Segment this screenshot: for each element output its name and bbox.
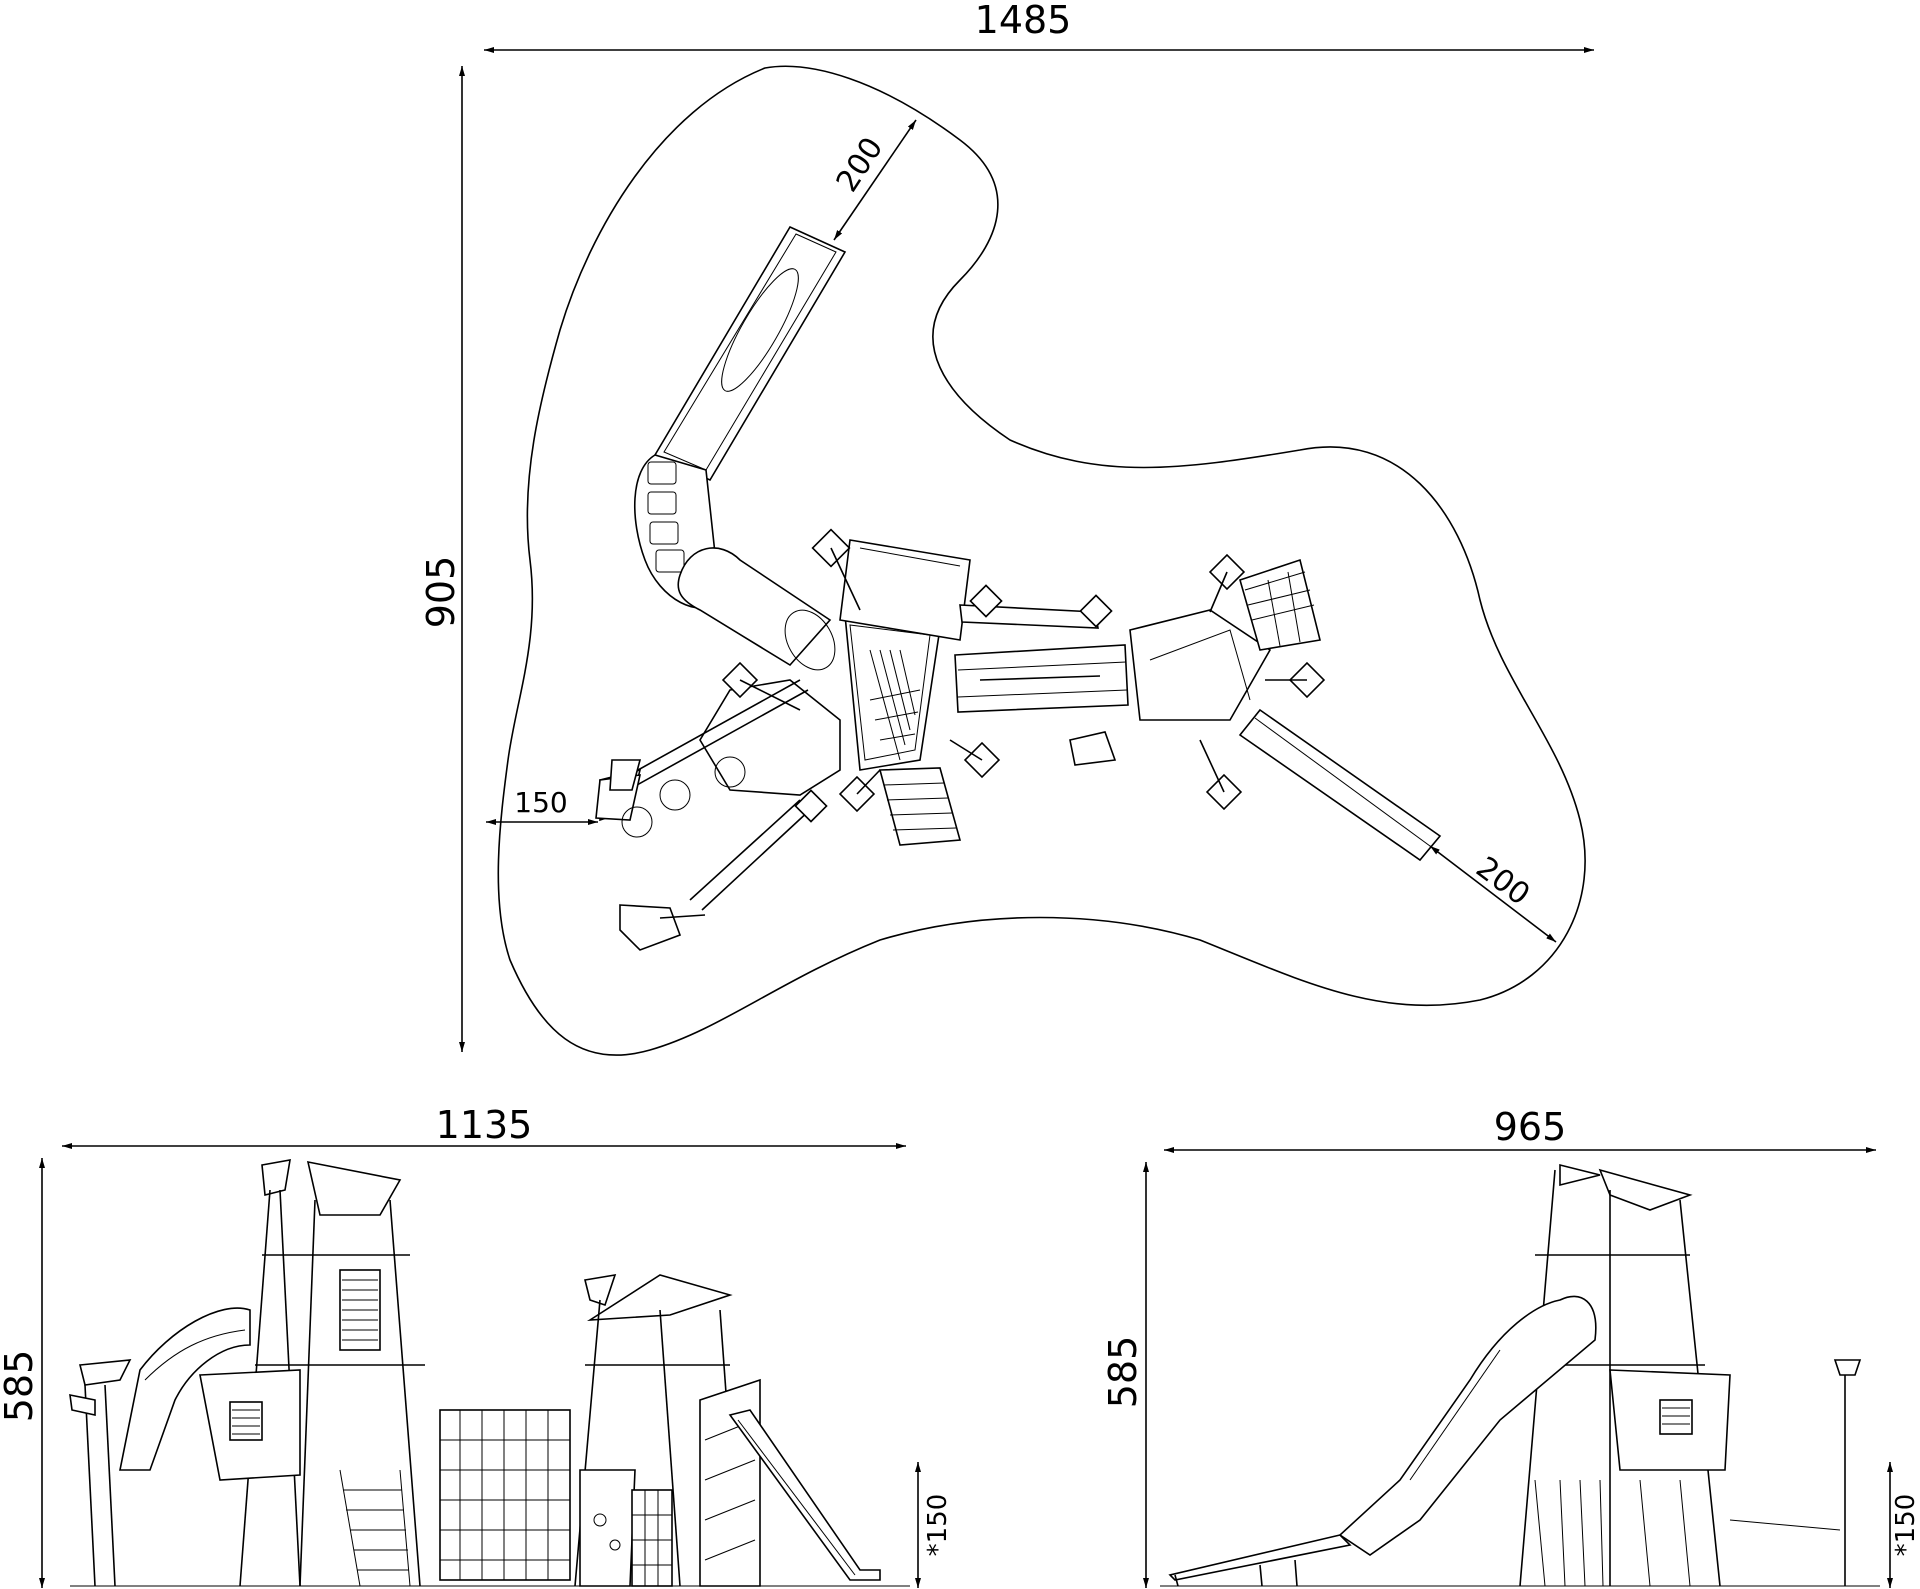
side-tube-slide	[1168, 1295, 1597, 1587]
side-free-fall-label: *150	[1891, 1494, 1920, 1557]
front-free-fall-label: *150	[923, 1494, 953, 1557]
plan-tube-slide	[633, 225, 847, 671]
side-tower	[1519, 1163, 1862, 1587]
plan-bridge	[954, 584, 1129, 713]
plan-left-clearance: 150	[486, 786, 598, 825]
plan-width-dimension: 1485	[484, 0, 1594, 53]
front-free-fall-dimension: *150	[915, 1462, 953, 1588]
plan-right-tower	[1069, 553, 1442, 862]
side-height-label: 585	[1101, 1336, 1145, 1409]
plan-ladder	[878, 767, 962, 846]
plan-view: 1485 905 200	[419, 0, 1594, 1056]
front-width-label: 1135	[436, 1103, 533, 1147]
side-elevation: 965 585 *150	[1101, 1105, 1920, 1588]
side-width-dimension: 965	[1164, 1105, 1876, 1153]
plan-depth-dimension: 905	[419, 66, 465, 1052]
plan-depth-label: 905	[419, 556, 463, 629]
side-width-label: 965	[1494, 1105, 1567, 1149]
front-height-label: 585	[0, 1350, 41, 1423]
safety-zone-outline	[497, 65, 1586, 1056]
plan-left-tower	[699, 528, 1001, 813]
plan-left-clearance-label: 150	[514, 786, 567, 819]
front-height-dimension: 585	[0, 1158, 45, 1588]
plan-slide-top-clearance: 200	[830, 119, 917, 241]
plan-slide-top-clearance-label: 200	[830, 131, 891, 198]
front-tube-slide	[69, 1307, 251, 1587]
front-elevation: 1135 585 *150	[0, 1103, 953, 1588]
plan-lower-left-arm	[619, 789, 828, 951]
front-width-dimension: 1135	[62, 1103, 906, 1149]
front-tower-left	[199, 1159, 571, 1587]
side-height-dimension: 585	[1101, 1162, 1149, 1588]
plan-slide-right-clearance: 200	[1429, 845, 1557, 943]
front-tower-right	[574, 1273, 881, 1587]
plan-slide-right-clearance-label: 200	[1469, 850, 1536, 912]
plan-width-label: 1485	[975, 0, 1072, 42]
plan-left-activity-arm	[595, 679, 809, 838]
side-free-fall-dimension: *150	[1887, 1462, 1920, 1588]
